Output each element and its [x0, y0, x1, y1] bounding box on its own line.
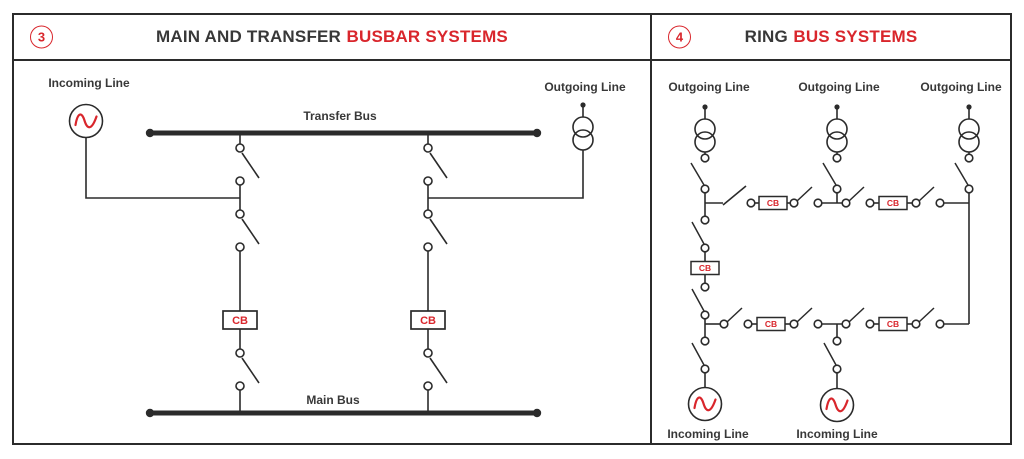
main-bus-label: Main Bus [306, 393, 360, 407]
circuit-breaker-icon [758, 195, 788, 211]
disconnect-switch-icon [691, 336, 710, 374]
disconnect-switch-icon [823, 336, 842, 374]
disconnect-switch-icon [690, 153, 710, 194]
circuit-breaker-icon [222, 310, 258, 330]
panel-4-header: 4 RING BUS SYSTEMS [652, 15, 1010, 59]
outgoing-line-label: Outgoing Line [798, 80, 880, 94]
panel-title: RING BUS SYSTEMS [745, 27, 918, 47]
panel-number-badge: 3 [30, 25, 53, 49]
incoming-line-label: Incoming Line [796, 427, 878, 441]
ring-bottom-run [705, 307, 969, 332]
main-transfer-diagram: Incoming Line Transfer Bus Outgoing Line [48, 76, 626, 418]
disconnect-switch-icon [911, 186, 945, 208]
outgoing-line-label: Outgoing Line [668, 80, 750, 94]
outgoing-feeder-wire [428, 150, 584, 199]
disconnect-switch-icon [235, 143, 260, 186]
main-bus [145, 408, 542, 418]
disconnect-switch-icon [691, 282, 710, 320]
disconnect-switch-icon [423, 348, 448, 391]
transformer-icon [826, 103, 848, 153]
ring-top-run [705, 185, 969, 211]
disconnect-switch-icon [789, 186, 823, 208]
circuit-breaker-icon [878, 195, 908, 211]
incoming-line-2 [819, 324, 855, 423]
transformer-icon [572, 101, 594, 151]
ac-source-icon [687, 386, 723, 422]
transfer-bus [145, 128, 542, 138]
disconnect-switch-icon [841, 186, 875, 208]
outgoing-line-3 [954, 103, 980, 324]
incoming-feeder-wire [85, 138, 240, 199]
ring-bus-diagram: Outgoing Line Outgoing Line Outgoing Lin… [667, 80, 1002, 441]
breaker-bay-2 [410, 133, 448, 413]
circuit-breaker-icon [410, 310, 446, 330]
disconnect-switch-icon [719, 307, 753, 329]
panel-title-dark: RING [744, 27, 788, 46]
incoming-line-label: Incoming Line [48, 76, 130, 90]
panel-number-badge: 4 [668, 25, 691, 49]
transfer-bus-label: Transfer Bus [303, 109, 377, 123]
circuit-breaker-icon [756, 316, 786, 332]
disconnect-switch-icon [789, 307, 823, 329]
outgoing-line-2 [822, 103, 848, 203]
outgoing-line-1 [690, 103, 716, 216]
circuit-breaker-icon [690, 260, 720, 276]
disconnect-switch-icon [691, 215, 710, 253]
panel-title-red: BUSBAR SYSTEMS [346, 27, 508, 46]
disconnect-switch-icon [954, 153, 974, 194]
panel-divider [650, 15, 652, 443]
disconnect-switch-icon [822, 153, 842, 194]
incoming-line-1 [687, 336, 723, 422]
incoming-line-label: Incoming Line [667, 427, 749, 441]
disconnect-switch-icon [841, 307, 875, 329]
panel-title-dark: MAIN AND TRANSFER [156, 27, 342, 46]
circuit-breaker-icon [878, 316, 908, 332]
breaker-bay-1 [222, 133, 260, 413]
disconnect-switch-icon [911, 307, 945, 329]
disconnect-switch-icon [423, 209, 448, 252]
transformer-icon [694, 103, 716, 153]
panel-title-red: BUS SYSTEMS [793, 27, 918, 46]
outgoing-line-label: Outgoing Line [544, 80, 626, 94]
ac-source-icon [68, 103, 104, 139]
disconnect-switch-icon [423, 143, 448, 186]
transformer-icon [958, 103, 980, 153]
outgoing-line-label: Outgoing Line [920, 80, 1002, 94]
disconnect-switch-icon [235, 209, 260, 252]
disconnect-switch-icon [235, 348, 260, 391]
ring-left-branch [690, 215, 720, 337]
ac-source-icon [819, 387, 855, 423]
